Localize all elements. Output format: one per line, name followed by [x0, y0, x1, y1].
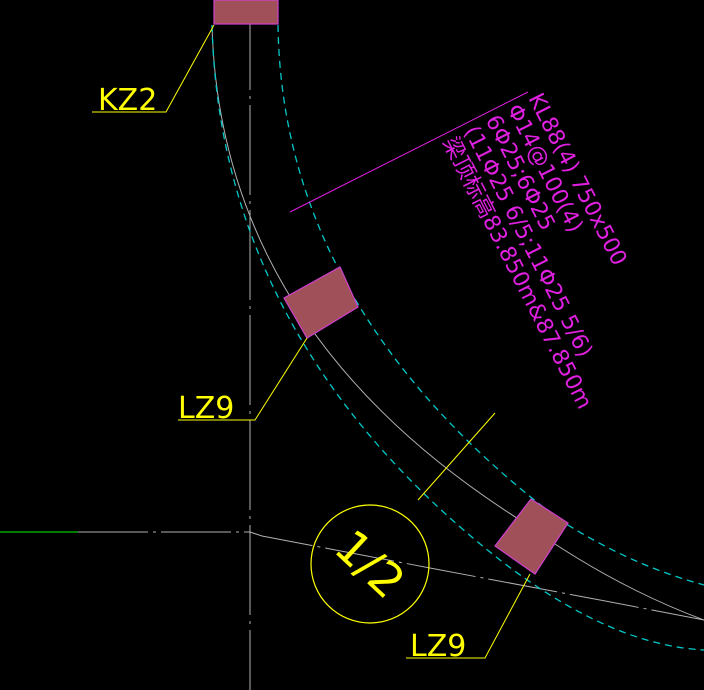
axis-bubble-leader — [417, 412, 496, 501]
beam-annotation: KL88(4) 750x500 Φ14@100(4) 6Φ25;6Φ25 (11… — [437, 89, 631, 413]
axis-line-horizontal — [78, 531, 704, 621]
axis-bubble — [310, 504, 430, 624]
beam-edge-outer — [211, 24, 704, 621]
axis-bubble-label: 1/2 — [325, 519, 416, 609]
label-kz2: KZ2 — [98, 83, 157, 118]
leader-lz9-upper — [178, 337, 308, 421]
leader-kz2 — [92, 24, 215, 113]
column-lz9-lower — [494, 498, 569, 575]
label-lz9-lower: LZ9 — [410, 629, 466, 664]
column-lz9-upper — [283, 266, 359, 339]
annotation-leader — [289, 91, 529, 213]
beam-edge-dashed-inner — [211, 24, 704, 651]
label-lz9-upper: LZ9 — [178, 391, 234, 426]
leader-lz9-lower — [406, 573, 531, 659]
beam-edge-dashed — [277, 24, 704, 586]
column-kz2 — [213, 0, 279, 25]
